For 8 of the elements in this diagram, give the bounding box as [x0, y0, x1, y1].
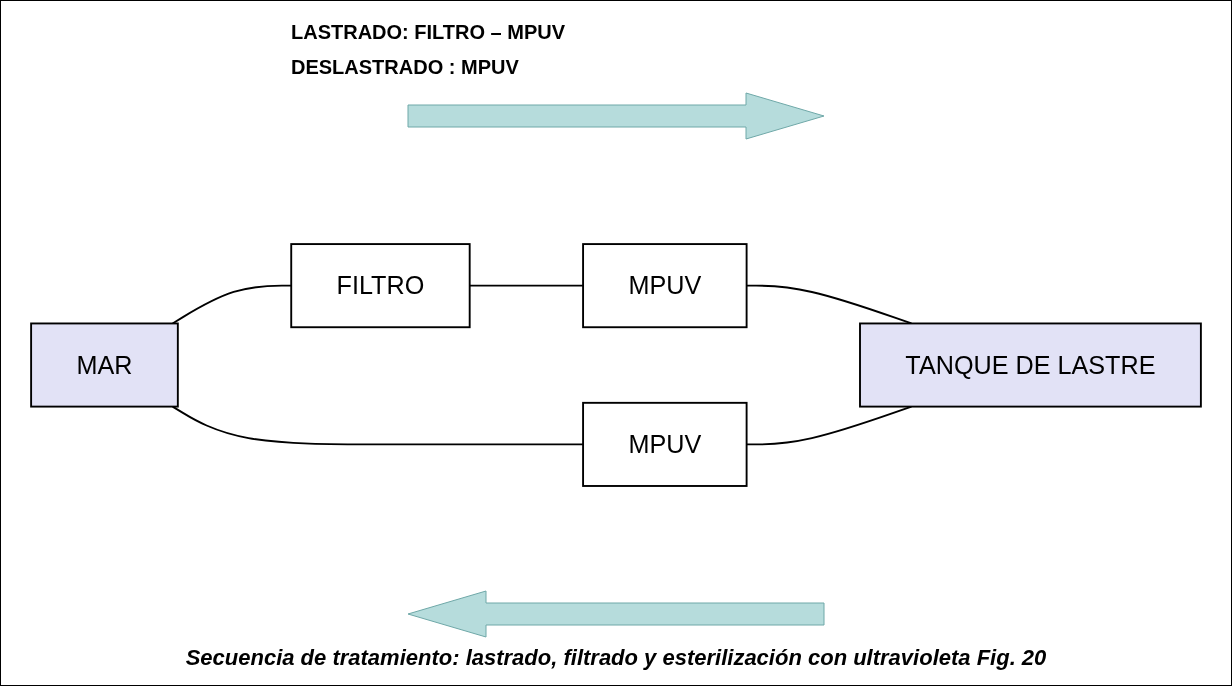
caption: Secuencia de tratamiento: lastrado, filtrado y esterilización con ultravioleta Fig. 20 — [185, 645, 1047, 671]
node-box: FILTRO — [290, 243, 471, 329]
node-box: TANQUE DE LASTRE — [859, 322, 1202, 408]
node-box: MPUV — [582, 243, 748, 329]
node-box: MPUV — [582, 401, 748, 487]
heading-text: LASTRADO: FILTRO – MPUV — [291, 21, 566, 44]
heading-text: DESLASTRADO : MPUV — [291, 56, 520, 79]
node-box: MAR — [30, 322, 179, 408]
